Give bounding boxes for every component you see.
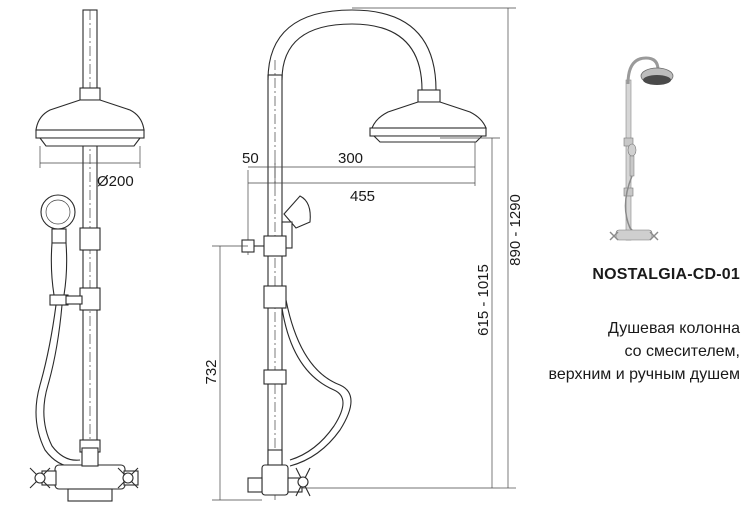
front-hose	[35, 304, 81, 468]
front-view: Ø200	[29, 9, 145, 502]
offset-50-label: 50	[242, 150, 259, 167]
front-right-handle	[117, 467, 139, 489]
front-shower-head	[35, 99, 145, 131]
reach-300-label: 300	[338, 150, 363, 167]
model-name: NOSTALGIA-CD-01	[592, 266, 740, 283]
side-view: 50 300 455 732 615 - 1015	[203, 7, 524, 501]
side-hose	[285, 299, 352, 467]
side-mixer-body	[261, 464, 289, 496]
description-line: верхним и ручным душем	[548, 366, 740, 383]
product-thumbnail	[609, 56, 674, 241]
side-shower-head	[371, 101, 487, 129]
description-line: Душевая колонна	[608, 320, 740, 337]
description-line: со смесителем,	[624, 343, 740, 360]
product-description: Душевая колонна со смесителем, верхним и…	[470, 317, 740, 386]
height-890-1290-label: 890 - 1290	[507, 194, 524, 266]
height-732-label: 732	[203, 359, 220, 384]
side-hand-shower	[283, 195, 311, 229]
side-gooseneck	[267, 9, 437, 91]
height-615-1015-label: 615 - 1015	[475, 264, 492, 336]
front-mixer-body	[54, 464, 126, 490]
front-left-handle	[29, 467, 57, 489]
diameter-label: Ø200	[97, 173, 134, 190]
reach-455-label: 455	[350, 188, 375, 205]
